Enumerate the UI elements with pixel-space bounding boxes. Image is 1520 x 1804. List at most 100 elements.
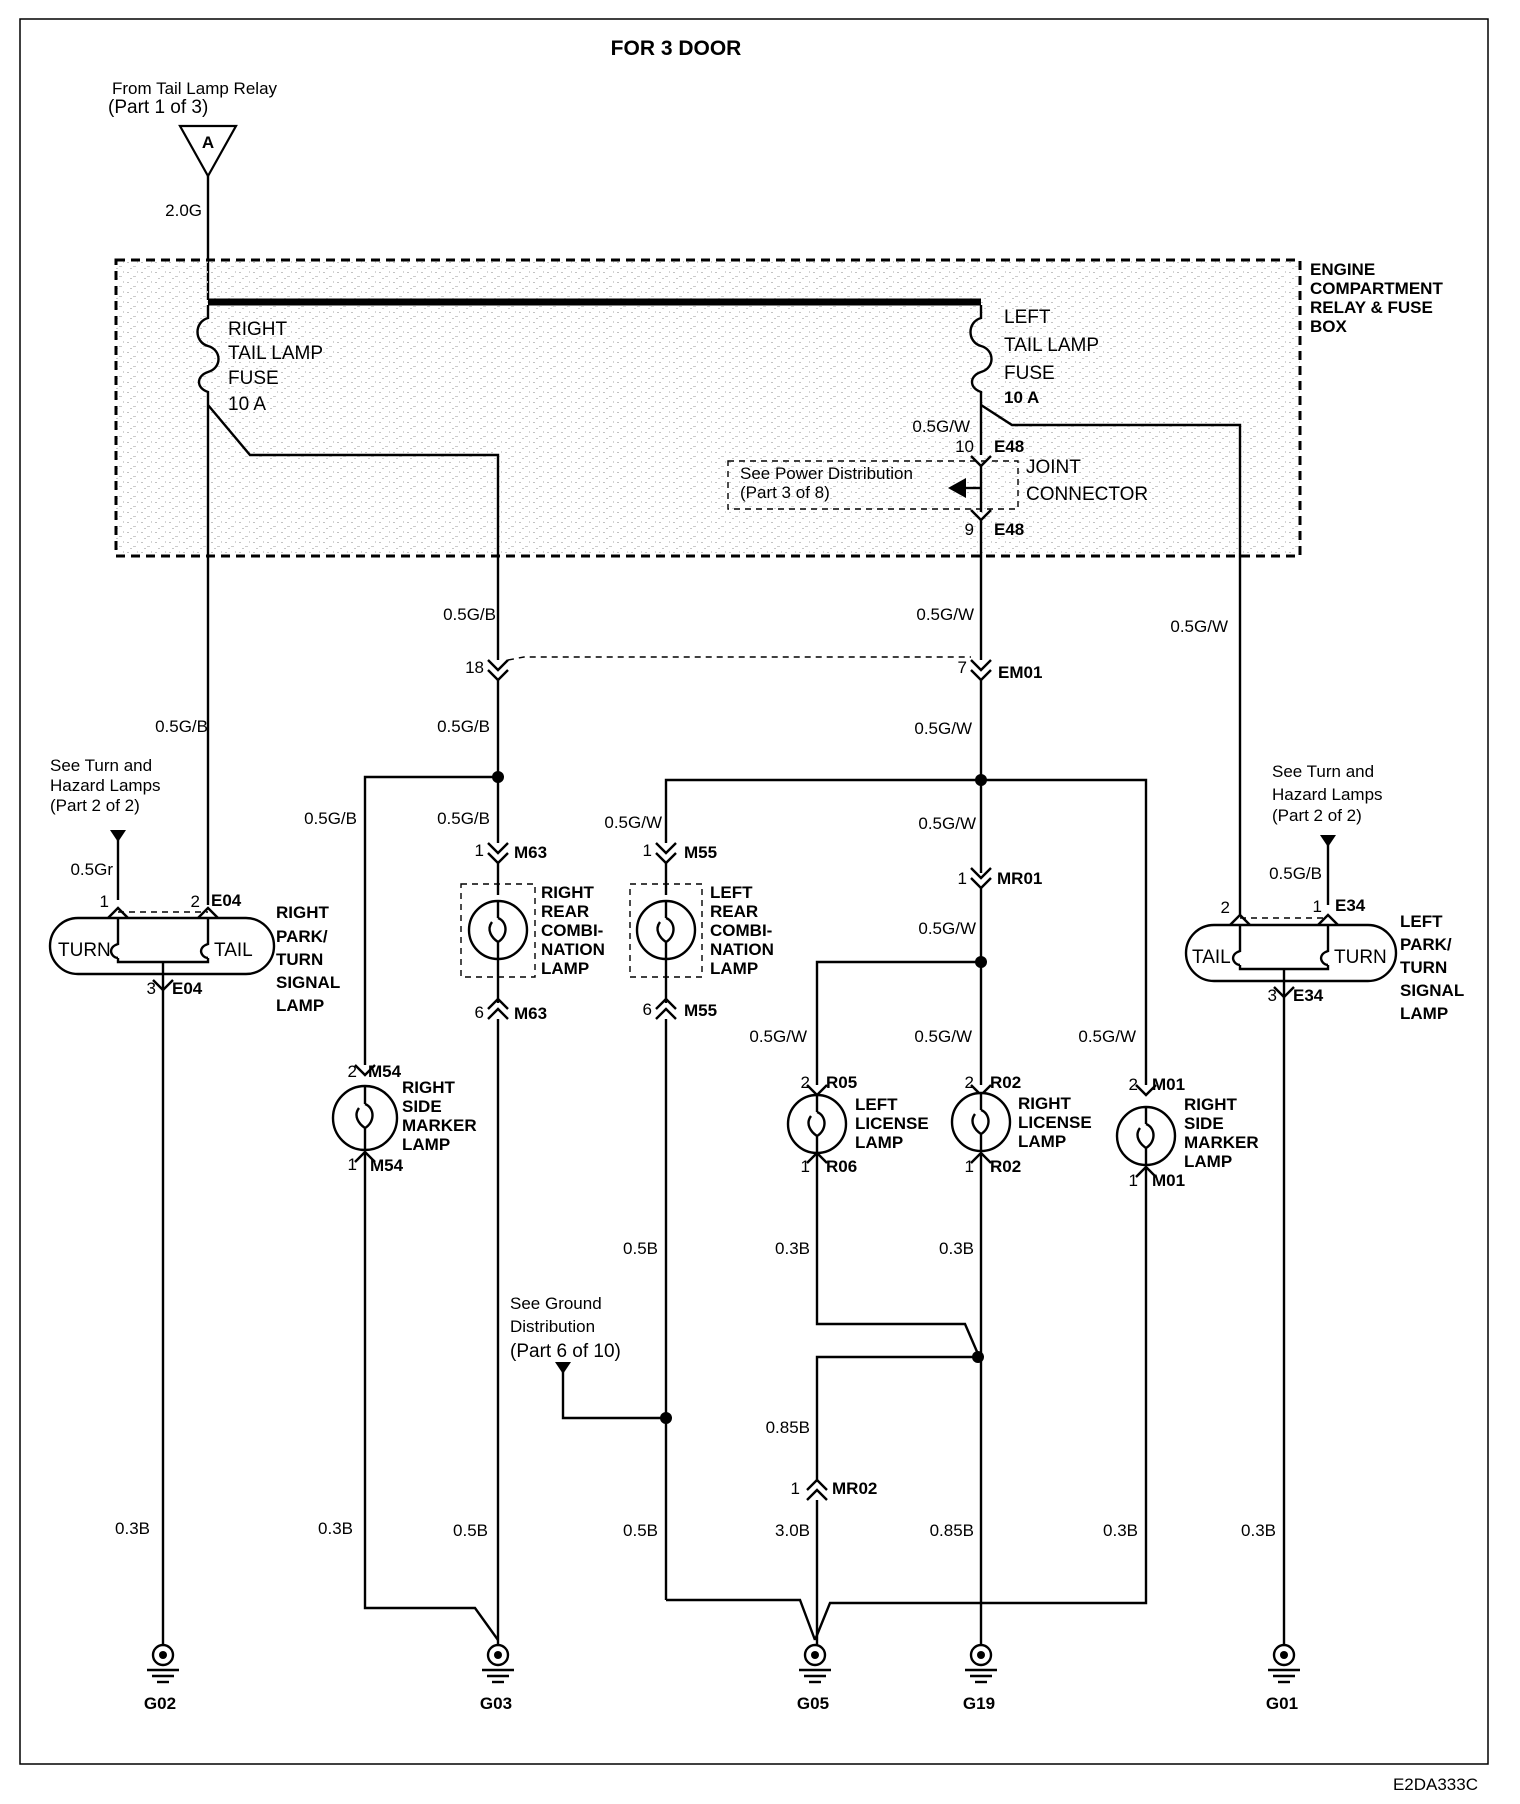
r02-top-label: R02 bbox=[990, 1073, 1021, 1092]
diagram-title: FOR 3 DOOR bbox=[611, 37, 742, 60]
right-park-label-1: RIGHT bbox=[276, 903, 330, 922]
e04-chevron-1 bbox=[107, 906, 129, 919]
left-see-turn-1: See Turn and bbox=[1272, 762, 1374, 781]
right-side-marker-b-4: LAMP bbox=[1184, 1152, 1232, 1171]
source-part: (Part 1 of 3) bbox=[108, 97, 208, 118]
m63-bottom-chevron-b bbox=[487, 1007, 509, 1020]
right-side-marker-a-3: MARKER bbox=[402, 1116, 477, 1135]
source-terminal-triangle bbox=[178, 124, 238, 179]
wire-label-b05-3: 0.5B bbox=[623, 1521, 658, 1540]
see-ground-1: See Ground bbox=[510, 1294, 602, 1313]
see-ground-2: Distribution bbox=[510, 1317, 595, 1336]
e04-chevron-2 bbox=[197, 906, 219, 919]
right-see-turn-1: See Turn and bbox=[50, 756, 152, 775]
wire-label-b03-5: 0.3B bbox=[1103, 1521, 1138, 1540]
left-fuse-label-4: 10 A bbox=[1004, 388, 1039, 407]
m55-bottom-label: M55 bbox=[684, 1001, 717, 1020]
wire-label-gb-4: 0.5G/B bbox=[304, 809, 357, 828]
left-license-filament bbox=[807, 1095, 826, 1153]
left-park-tail-label: TAIL bbox=[1192, 947, 1231, 968]
ground-g03-icon bbox=[482, 1643, 514, 1684]
wire-m55-g05 bbox=[666, 1598, 817, 1641]
right-park-label-4: SIGNAL bbox=[276, 973, 340, 992]
m63-top-pin: 1 bbox=[475, 841, 484, 860]
left-fuse-label-1: LEFT bbox=[1004, 307, 1051, 328]
left-park-lamp-body bbox=[1184, 923, 1398, 983]
m55-bottom-pin: 6 bbox=[643, 1000, 652, 1019]
wire-label-b30: 3.0B bbox=[775, 1521, 810, 1540]
r05-pin: 2 bbox=[801, 1073, 810, 1092]
wire-label-gw-7: 0.5G/W bbox=[749, 1027, 807, 1046]
wire-label-b03-3: 0.3B bbox=[115, 1519, 150, 1538]
wire-label-gw-2: 0.5G/W bbox=[1170, 617, 1228, 636]
wire-label-gw-4: 0.5G/W bbox=[604, 813, 662, 832]
left-license-2: LICENSE bbox=[855, 1114, 929, 1133]
e04-pin-2: 2 bbox=[191, 892, 200, 911]
right-park-label-3: TURN bbox=[276, 950, 323, 969]
fuse-box-label-3: RELAY & FUSE bbox=[1310, 298, 1433, 317]
wire-label-b03-1: 0.3B bbox=[775, 1239, 810, 1258]
wire-ground-ref bbox=[561, 1370, 666, 1420]
right-fuse-label-2: TAIL LAMP bbox=[228, 343, 323, 364]
right-side-marker-2-filament bbox=[1136, 1107, 1155, 1165]
junction-license bbox=[975, 956, 987, 968]
m63-bottom-label: M63 bbox=[514, 1004, 547, 1023]
m54-top-chevron bbox=[354, 1064, 376, 1077]
em01-pin-right: 7 bbox=[958, 658, 967, 677]
left-park-label-1: LEFT bbox=[1400, 912, 1443, 931]
right-side-marker-b-2: SIDE bbox=[1184, 1114, 1224, 1133]
r06-label: R06 bbox=[826, 1157, 857, 1176]
ground-g01-icon bbox=[1268, 1643, 1300, 1684]
m54-top-pin: 2 bbox=[348, 1062, 357, 1081]
m63-bottom-chevron-a bbox=[487, 997, 509, 1010]
right-side-marker-a-2: SIDE bbox=[402, 1097, 442, 1116]
right-rear-label-1: RIGHT bbox=[541, 883, 595, 902]
wire-label-gb-3: 0.5G/B bbox=[155, 717, 208, 736]
wire-label-b05-1: 0.5B bbox=[623, 1239, 658, 1258]
left-turn-ref-arrow bbox=[1320, 835, 1336, 847]
right-fuse-label-3: FUSE bbox=[228, 368, 279, 389]
wire-left-rear-feed bbox=[664, 778, 981, 843]
m63-top-chevron-a bbox=[487, 842, 509, 855]
left-license-3: LAMP bbox=[855, 1133, 903, 1152]
ground-g19-label: G19 bbox=[963, 1694, 995, 1713]
ground-g05-icon bbox=[799, 1643, 831, 1684]
right-side-marker-b-1: RIGHT bbox=[1184, 1095, 1238, 1114]
m01-top-pin: 2 bbox=[1129, 1075, 1138, 1094]
wire-m01-ground bbox=[813, 1167, 1148, 1641]
left-park-label-5: LAMP bbox=[1400, 1004, 1448, 1023]
right-see-turn-3: (Part 2 of 2) bbox=[50, 796, 140, 815]
em01-chevron-left-a bbox=[487, 659, 509, 672]
wire-r06-junction bbox=[815, 1153, 980, 1355]
left-park-filaments bbox=[1231, 925, 1330, 981]
wire-label-gw-8: 0.5G/W bbox=[914, 1027, 972, 1046]
m01-bottom-pin: 1 bbox=[1129, 1171, 1138, 1190]
r02-top-pin: 2 bbox=[965, 1073, 974, 1092]
fuse-box-label-1: ENGINE bbox=[1310, 260, 1375, 279]
ground-g03-label: G03 bbox=[480, 1694, 512, 1713]
wire-label-b05-2: 0.5B bbox=[453, 1521, 488, 1540]
wire-label-gb-6: 0.5G/B bbox=[1269, 864, 1322, 883]
wire-label-gw-1: 0.5G/W bbox=[916, 605, 974, 624]
wire-label-gw-6: 0.5G/W bbox=[918, 919, 976, 938]
mr02-pin: 1 bbox=[791, 1479, 800, 1498]
wire-label-b085-2: 0.85B bbox=[930, 1521, 974, 1540]
right-see-turn-2: Hazard Lamps bbox=[50, 776, 161, 795]
m55-top-label: M55 bbox=[684, 843, 717, 862]
wire-right-fuse-to-em01 bbox=[207, 404, 500, 660]
ground-g19-icon bbox=[965, 1643, 997, 1684]
mr02-chevron-b bbox=[806, 1488, 828, 1501]
e34-pin-2: 2 bbox=[1221, 898, 1230, 917]
right-park-filaments bbox=[109, 918, 210, 974]
wire-label-gb-5: 0.5G/B bbox=[437, 809, 490, 828]
left-rear-label-1: LEFT bbox=[710, 883, 753, 902]
page-border bbox=[19, 18, 1489, 1765]
right-license-2: LICENSE bbox=[1018, 1113, 1092, 1132]
m55-bottom-chevron-b bbox=[655, 1007, 677, 1020]
right-license-3: LAMP bbox=[1018, 1132, 1066, 1151]
wire-label-gw-3: 0.5G/W bbox=[914, 719, 972, 738]
ground-g02-icon bbox=[147, 1643, 179, 1684]
r05-chevron bbox=[806, 1084, 828, 1097]
joint-conn-bottom: E48 bbox=[994, 520, 1024, 539]
wire-label-gw-5: 0.5G/W bbox=[918, 814, 976, 833]
